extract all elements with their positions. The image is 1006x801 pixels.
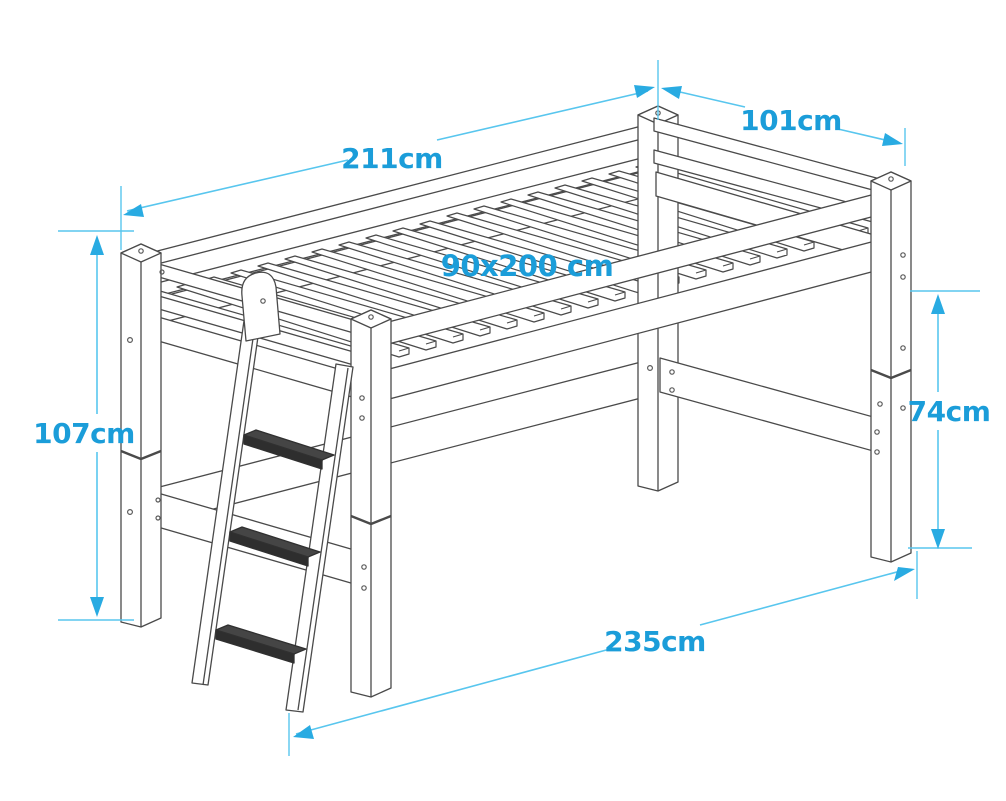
arrowhead-icon bbox=[123, 204, 144, 217]
arrowhead-icon bbox=[90, 597, 104, 617]
post-near bbox=[350, 309, 392, 698]
dimension-label-101cm: 101cm bbox=[740, 104, 842, 137]
arrowhead-icon bbox=[882, 133, 903, 146]
dimension-label-211cm: 211cm bbox=[341, 142, 443, 175]
post-joint bbox=[120, 449, 162, 461]
dimension-length-bottom: 235cm bbox=[288, 551, 918, 756]
step-1-top bbox=[243, 429, 335, 461]
step-3-top bbox=[215, 624, 307, 655]
dimension-mattress-size: 90x200 cm bbox=[441, 249, 614, 283]
dimension-label-mattress: 90x200 cm bbox=[441, 249, 614, 283]
post-right bbox=[870, 171, 912, 563]
dimension-label-74cm: 74cm bbox=[908, 395, 991, 428]
dimension-line bbox=[699, 568, 909, 626]
dimension-height-right: 74cm bbox=[908, 290, 991, 549]
dimension-width-top: 101cm bbox=[661, 86, 906, 166]
dimension-line bbox=[295, 648, 611, 735]
head-brace bbox=[659, 357, 896, 458]
dimension-label-107cm: 107cm bbox=[33, 417, 135, 450]
arrowhead-icon bbox=[90, 235, 104, 255]
arrowhead-icon bbox=[931, 294, 945, 314]
post-joint bbox=[350, 514, 392, 526]
dimension-line bbox=[126, 159, 349, 212]
ladder-hook bbox=[241, 271, 281, 342]
dimension-label-235cm: 235cm bbox=[604, 625, 706, 658]
dimension-length-top: 211cm bbox=[120, 60, 659, 250]
arrowhead-icon bbox=[931, 529, 945, 549]
step-2-top bbox=[229, 526, 321, 558]
bed-drawing bbox=[120, 105, 912, 713]
head-rails bbox=[653, 117, 896, 458]
arrowhead-icon bbox=[634, 85, 655, 98]
arrowhead-icon bbox=[661, 86, 682, 99]
dimension-line bbox=[436, 90, 649, 141]
arrowhead-icon bbox=[894, 567, 915, 581]
ladder-steps bbox=[215, 429, 335, 664]
ladder bbox=[191, 271, 354, 713]
arrowhead-icon bbox=[293, 725, 314, 739]
screw-holes bbox=[126, 110, 906, 591]
dimension-height-left: 107cm bbox=[33, 230, 135, 621]
post-joint bbox=[870, 368, 912, 380]
post-left bbox=[120, 243, 162, 628]
